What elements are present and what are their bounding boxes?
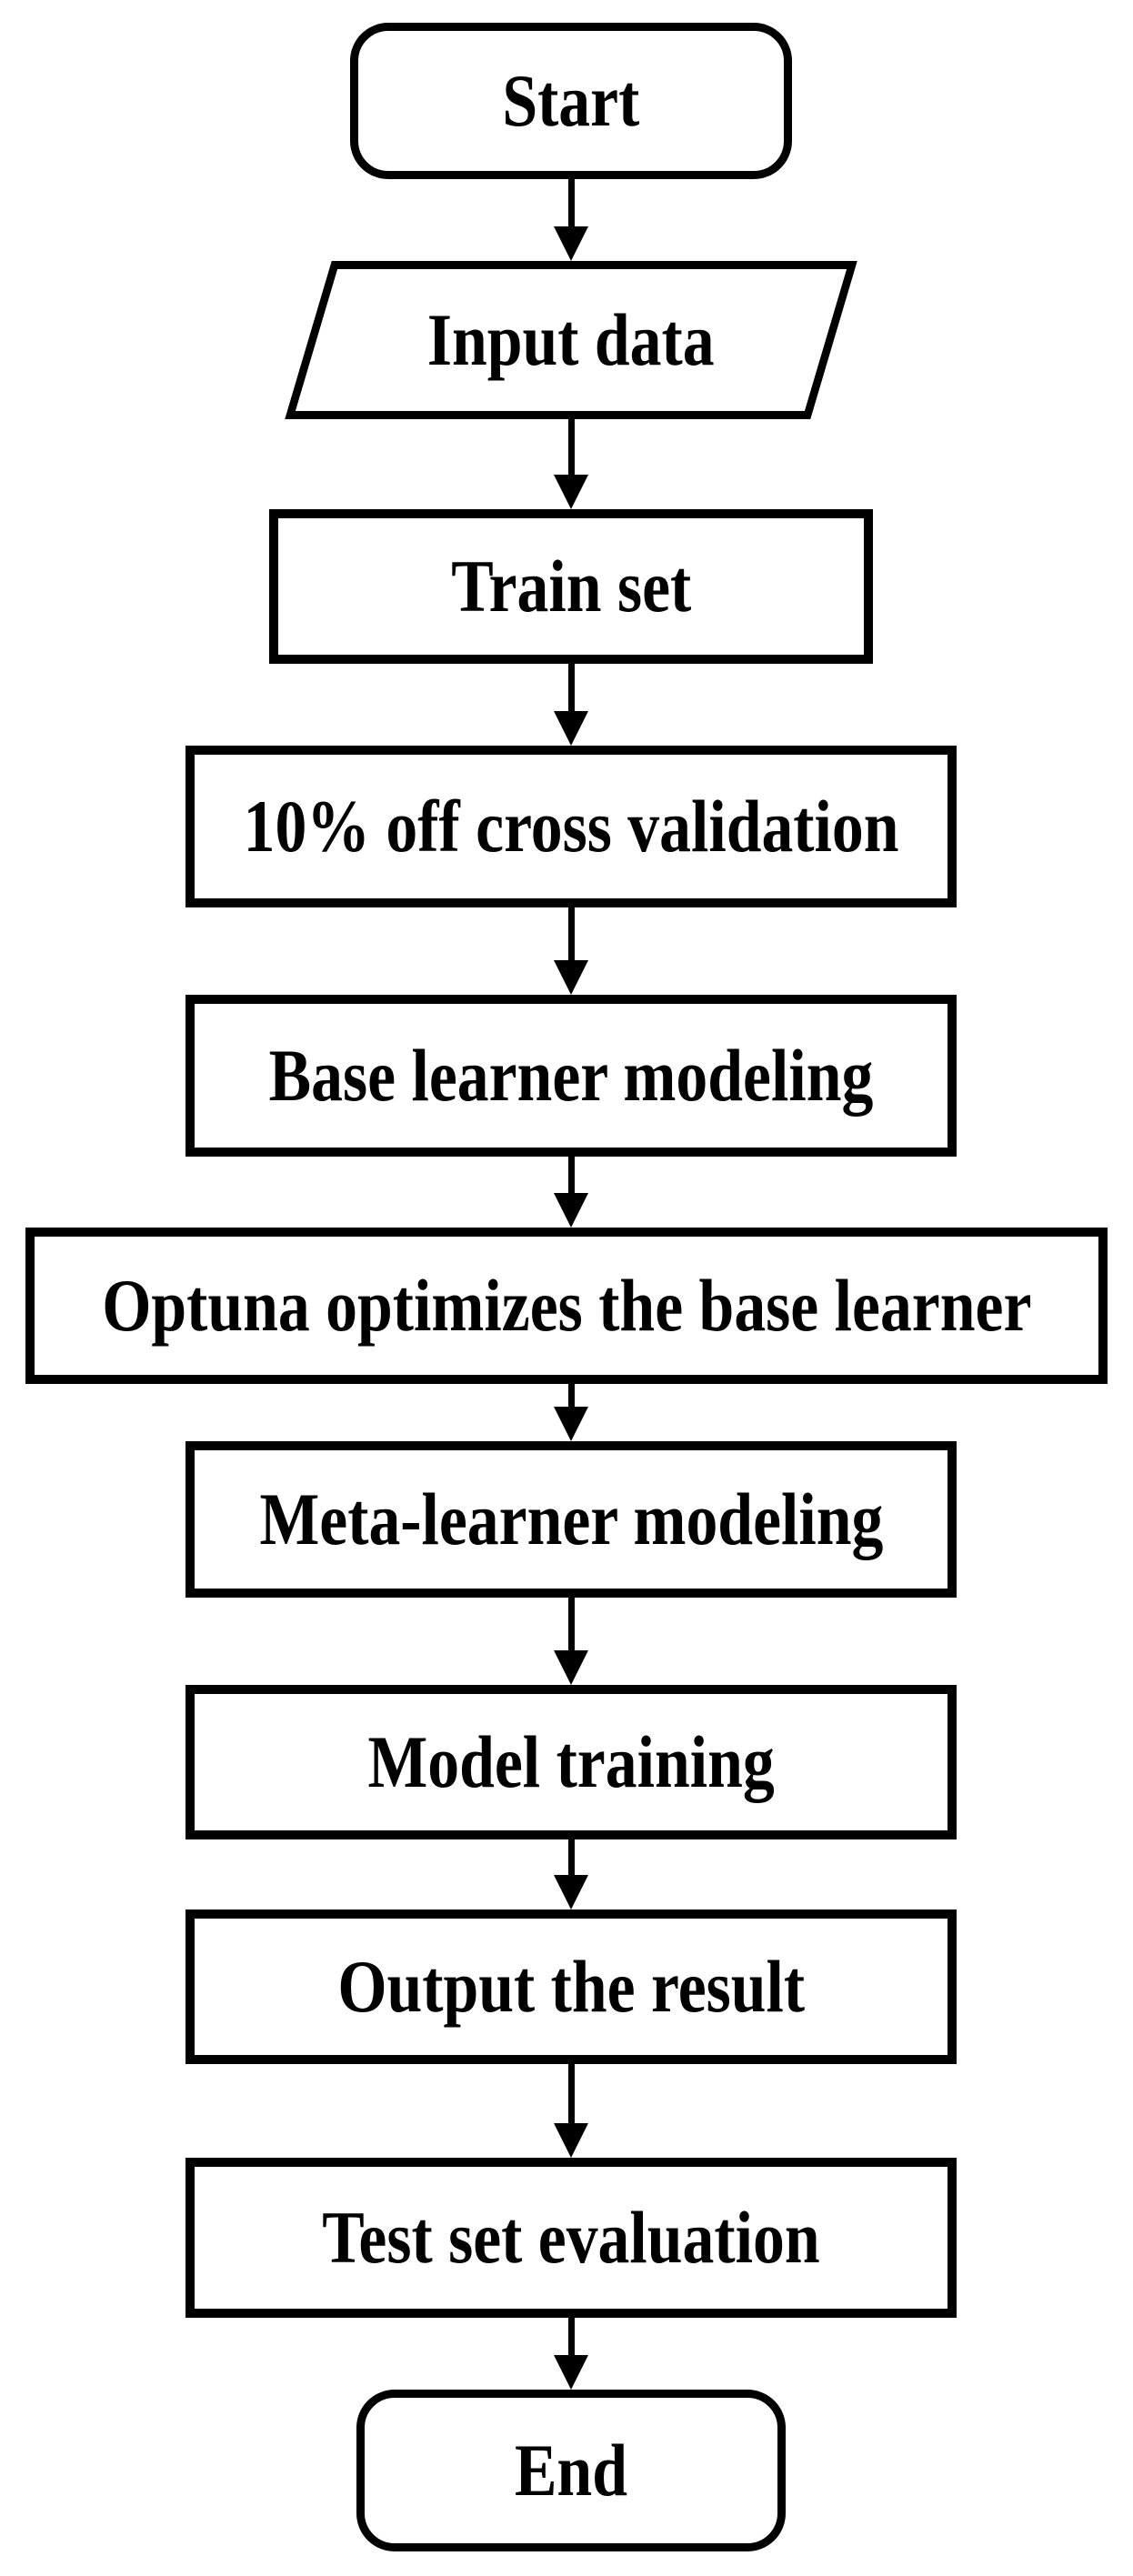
arrow-line [567,664,575,711]
node-input-data: Input data [285,261,857,419]
node-train-set: Train set [269,509,873,664]
node-end: End [356,2390,786,2551]
node-label: Base learner modeling [268,1034,874,1117]
flow-arrow [554,1598,588,1685]
arrow-down-head [554,960,588,995]
arrow-down-head [554,1193,588,1228]
arrow-down-head [554,475,588,509]
flow-arrow [554,907,588,995]
node-model-training: Model training [185,1685,957,1839]
node-meta-learner-modeling: Meta-learner modeling [185,1441,957,1598]
node-cross-validation: 10% off cross validation [185,746,957,907]
arrow-line [567,419,575,475]
flow-arrow [554,664,588,746]
arrow-down-head [554,2355,588,2390]
arrow-down-head [554,1650,588,1685]
flow-arrow [554,1157,588,1228]
node-label: Meta-learner modeling [259,1478,883,1560]
flow-arrow [554,419,588,509]
flow-arrow [554,2064,588,2158]
arrow-down-head [554,2123,588,2158]
arrow-down-head [554,711,588,746]
node-start: Start [350,23,792,179]
node-label: Start [502,59,640,142]
node-label: End [514,2429,628,2511]
arrow-line [567,179,575,226]
node-label: 10% off cross validation [243,785,899,867]
node-optuna-optimization: Optuna optimizes the base learner [25,1228,1108,1384]
node-label: Test set evaluation [322,2196,820,2279]
node-output-result: Output the result [185,1909,957,2064]
arrow-down-head [554,1407,588,1441]
node-label: Model training [367,1720,775,1803]
arrow-down-head [554,1875,588,1909]
arrow-line [567,2318,575,2355]
arrow-line [567,1157,575,1193]
flow-arrow [554,1839,588,1909]
node-base-learner-modeling: Base learner modeling [185,995,957,1157]
arrow-line [567,2064,575,2123]
node-label: Input data [427,298,715,381]
flow-arrow [554,2318,588,2390]
node-label: Train set [451,545,691,627]
node-test-set-evaluation: Test set evaluation [185,2158,957,2318]
flow-arrow [554,1384,588,1441]
arrow-line [567,1839,575,1875]
node-label: Optuna optimizes the base learner [101,1264,1032,1347]
flow-arrow [554,179,588,261]
arrow-line [567,1384,575,1407]
arrow-down-head [554,226,588,261]
arrow-line [567,907,575,960]
node-label: Output the result [337,1945,805,2028]
arrow-line [567,1598,575,1650]
